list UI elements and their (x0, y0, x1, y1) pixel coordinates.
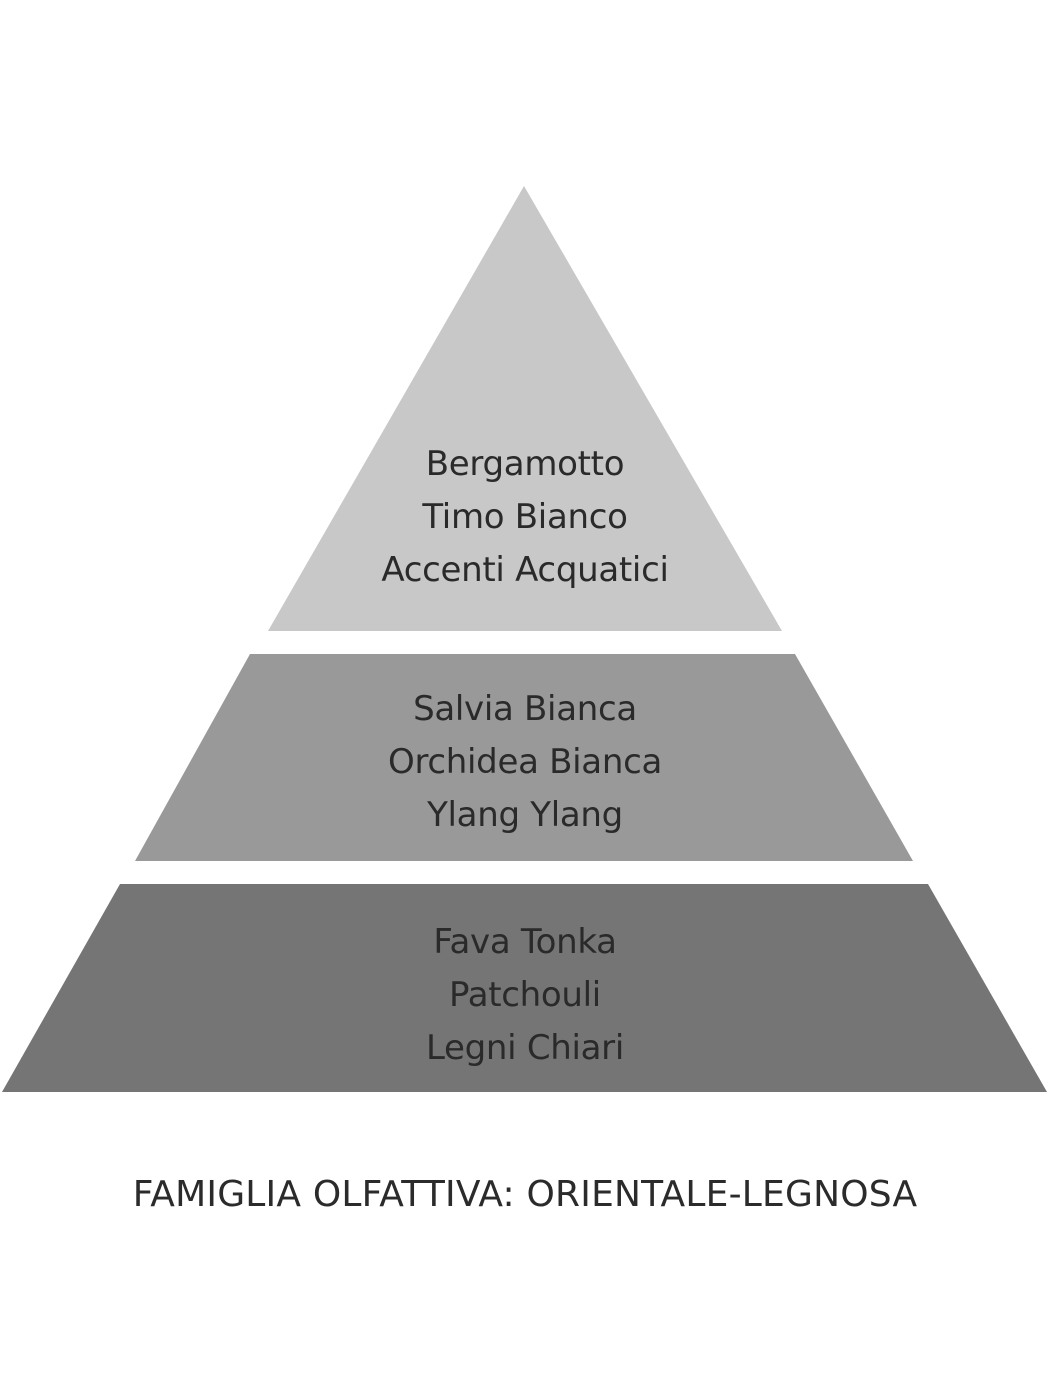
note: Bergamotto (425, 444, 625, 484)
heart-notes-list: Salvia Bianca Orchidea Bianca Ylang Ylan… (0, 683, 1050, 842)
note: Ylang Ylang (427, 795, 623, 835)
top-notes-list: Bergamotto Timo Bianco Accenti Acquatici (0, 438, 1050, 597)
pyramid-top-tier (268, 186, 782, 631)
note: Legni Chiari (425, 1028, 625, 1068)
pyramid-middle-tier (135, 654, 913, 861)
note: Timo Bianco (422, 497, 628, 537)
note: Salvia Bianca (413, 689, 637, 729)
base-notes-list: Fava Tonka Patchouli Legni Chiari (0, 916, 1050, 1075)
note: Fava Tonka (433, 922, 617, 962)
pyramid-base-tier (2, 884, 1047, 1092)
note: Patchouli (449, 975, 601, 1015)
note: Orchidea Bianca (387, 742, 662, 782)
olfactory-family-label: FAMIGLIA OLFATTIVA: ORIENTALE-LEGNOSA (132, 1174, 918, 1215)
note: Accenti Acquatici (381, 550, 669, 590)
